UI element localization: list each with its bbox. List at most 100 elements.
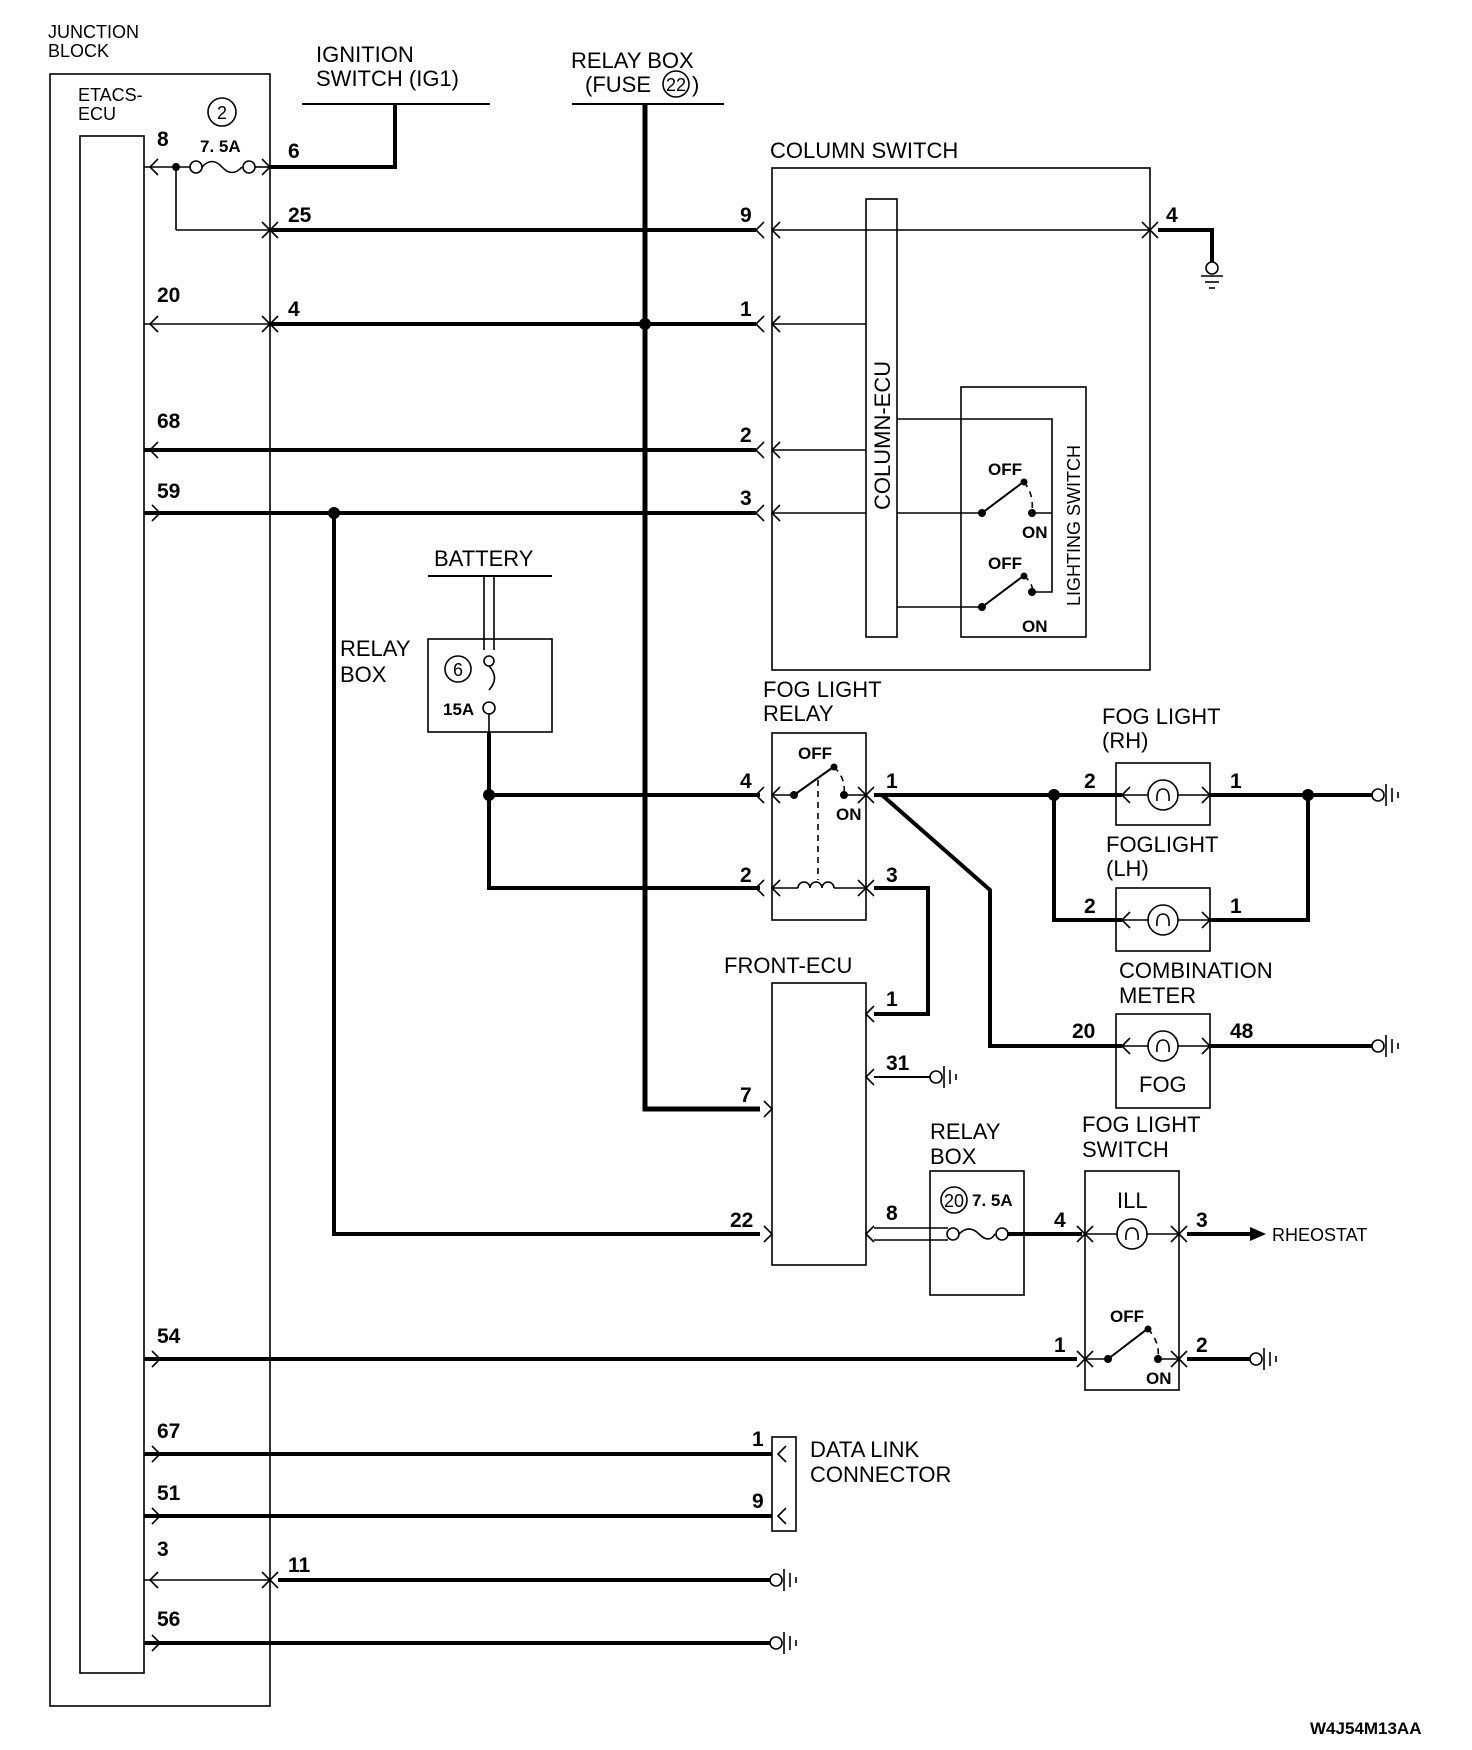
lighting-switch-label: LIGHTING SWITCH	[1064, 445, 1084, 606]
fog-light-switch: FOG LIGHT SWITCH 4 3 1 2 ILL OFF ON	[1054, 1112, 1208, 1391]
fog-switch-on-label: ON	[1146, 1369, 1172, 1388]
ground-etacs-56	[769, 1632, 797, 1654]
fuse-2: 2 7. 5A	[144, 97, 270, 231]
front-ecu-label: FRONT-ECU	[724, 953, 852, 978]
etacs-pin-68: 68	[157, 410, 181, 433]
fog-light-rh-label-2: (RH)	[1102, 728, 1148, 753]
fs-pin-1: 1	[1054, 1334, 1066, 1357]
relay-box-a-label: RELAY	[340, 636, 411, 661]
lighting-upper-off-label: OFF	[988, 460, 1022, 479]
data-link-connector: 1 9 DATA LINK CONNECTOR	[752, 1428, 951, 1532]
front-ecu: FRONT-ECU 1 31 7 22 8	[724, 953, 910, 1266]
etacs-ecu-label-2: ECU	[78, 104, 116, 124]
fe-pin-1: 1	[886, 988, 898, 1011]
diagram-code: W4J54M13AA	[1310, 1719, 1422, 1738]
lighting-switch-box	[960, 386, 1087, 638]
fog-switch-off-label: OFF	[1110, 1307, 1144, 1326]
battery-label: BATTERY	[434, 546, 534, 571]
fuse-2-rating: 7. 5A	[200, 137, 241, 156]
fog-light-lh: FOGLIGHT (LH) 2 1	[1084, 832, 1242, 952]
fog-light-rh-label: FOG LIGHT	[1102, 704, 1221, 729]
etacs-pin-54: 54	[157, 1325, 181, 1348]
fog-light-rh: FOG LIGHT (RH) 2 1	[1084, 704, 1242, 826]
fe-pin-8: 8	[886, 1202, 898, 1225]
relay-box-b-label-2: BOX	[930, 1144, 977, 1169]
etacs-pin-59: 59	[157, 480, 180, 503]
frh-pin-2: 2	[1084, 770, 1096, 793]
etacs-pin-3: 3	[157, 1538, 169, 1561]
ground-front-ecu	[929, 1066, 957, 1088]
junction-block-label: JUNCTION	[48, 22, 139, 42]
etacs-pin-56: 56	[157, 1608, 180, 1631]
fe-pin-31: 31	[886, 1052, 910, 1075]
cs-pin-4: 4	[1166, 204, 1178, 227]
ground-jb-11	[769, 1569, 797, 1591]
lighting-lower-off-label: OFF	[988, 554, 1022, 573]
fog-relay-on-label: ON	[836, 805, 862, 824]
etacs-ecu-label: ETACS-	[78, 85, 143, 105]
junction-block-label-2: BLOCK	[48, 41, 109, 61]
cs-pin-9: 9	[740, 204, 752, 227]
junction-block-box	[49, 73, 271, 1707]
rheostat-label: RHEOSTAT	[1272, 1225, 1367, 1245]
flh-pin-1: 1	[1230, 895, 1242, 918]
fog-relay-label-2: RELAY	[763, 701, 834, 726]
ill-bulb	[1116, 1218, 1148, 1250]
column-ecu-box	[865, 198, 898, 638]
fs-pin-3: 3	[1196, 1209, 1208, 1232]
junction-block: JUNCTION BLOCK ETACS- ECU	[48, 22, 271, 1707]
fog-relay-label: FOG LIGHT	[763, 677, 882, 702]
lighting-lower-on-label: ON	[1022, 617, 1048, 636]
jb-pin-25: 25	[288, 204, 312, 227]
relay-box-fuse-label-2: (FUSE	[585, 72, 651, 97]
relay-box-fuse-20: RELAY BOX 20 7. 5A	[874, 1119, 1025, 1296]
fog-light-lh-label-2: (LH)	[1106, 856, 1149, 881]
dlc-label-2: CONNECTOR	[810, 1462, 951, 1487]
cm-pin-48: 48	[1230, 1020, 1254, 1043]
etacs-pin-51: 51	[157, 1482, 181, 1505]
fuse-22-number: 22	[666, 75, 686, 95]
fr-pin-1: 1	[886, 770, 898, 793]
relay-box-a-label-2: BOX	[340, 662, 387, 687]
fog-switch-label: FOG LIGHT	[1082, 1112, 1201, 1137]
relay-box-fuse-label: RELAY BOX	[571, 48, 694, 73]
fe-pin-22: 22	[730, 1209, 753, 1232]
fs-pin-2: 2	[1196, 1334, 1208, 1357]
battery: BATTERY	[428, 546, 552, 650]
ignition-switch-label: IGNITION	[316, 42, 414, 67]
fuse-2-number: 2	[217, 103, 227, 123]
dlc-label: DATA LINK	[810, 1437, 920, 1462]
etacs-pin-8: 8	[157, 128, 169, 151]
etacs-pin-20: 20	[157, 284, 180, 307]
ground-fog-switch	[1249, 1348, 1277, 1370]
relay-box-fuse-22: RELAY BOX (FUSE 22 )	[571, 48, 760, 1112]
jb-pin-11: 11	[288, 1554, 311, 1577]
fuse-6-number: 6	[453, 660, 463, 680]
ignition-switch: IGNITION SWITCH (IG1)	[270, 42, 490, 169]
etacs-pin-67: 67	[157, 1420, 180, 1443]
fog-indicator-label: FOG	[1139, 1072, 1187, 1097]
cs-pin-2: 2	[740, 424, 752, 447]
combination-meter: COMBINATION METER 20 48 FOG	[1072, 958, 1273, 1109]
combination-meter-label-2: METER	[1119, 983, 1196, 1008]
relay-box-fuse-6: RELAY BOX 6 15A	[340, 636, 553, 733]
etacs-ecu-box	[79, 135, 145, 1674]
column-ecu-label: COLUMN-ECU	[870, 361, 895, 510]
cs-pin-3: 3	[740, 487, 752, 510]
combination-meter-label: COMBINATION	[1119, 958, 1273, 983]
fe-pin-7: 7	[740, 1084, 752, 1107]
ground-fog-rh	[1371, 784, 1399, 806]
fuse-6-rating: 15A	[443, 700, 474, 719]
fog-light-rh-bulb	[1147, 779, 1179, 811]
fuse-20-number: 20	[944, 1191, 964, 1211]
fog-relay-off-label: OFF	[798, 744, 832, 763]
cm-pin-20: 20	[1072, 1020, 1095, 1043]
jb-pin-6: 6	[288, 140, 300, 163]
relay-box-b-label: RELAY	[930, 1119, 1001, 1144]
dlc-pin-1: 1	[752, 1428, 764, 1451]
fs-pin-4: 4	[1054, 1209, 1066, 1232]
fr-pin-2: 2	[740, 864, 752, 887]
relay-box-fuse-label-3: )	[692, 72, 699, 97]
fog-light-relay: FOG LIGHT RELAY 4 1 2 3 OFF ON	[740, 677, 898, 921]
